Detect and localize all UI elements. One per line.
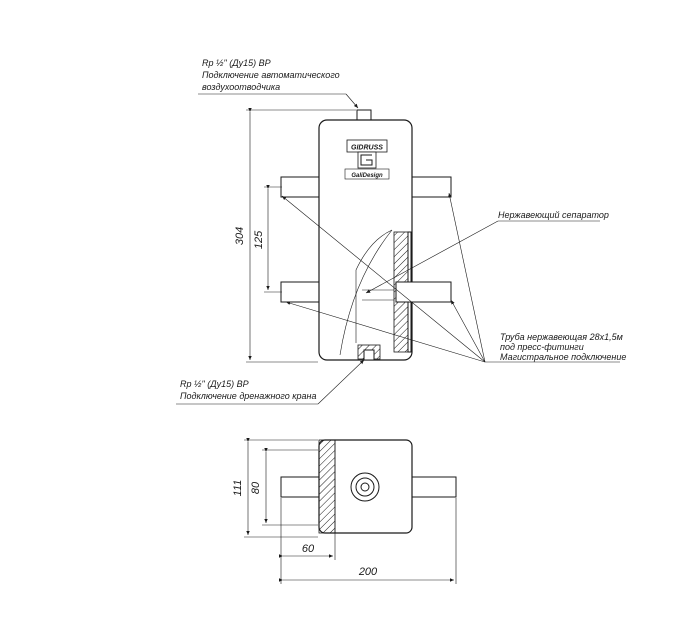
dimension-304: 304 xyxy=(234,107,356,363)
right-upper-pipe xyxy=(410,176,452,198)
svg-text:Подключение автоматического: Подключение автоматического xyxy=(202,70,340,80)
top-left-pipe xyxy=(280,476,322,498)
svg-text:Магистральное подключение: Магистральное подключение xyxy=(500,352,626,362)
svg-text:Rp ½" (Ду15) ВР: Rp ½" (Ду15) ВР xyxy=(202,58,271,68)
separator-cutaway xyxy=(339,229,452,361)
separator-callout: Нержавеющий сепаратор xyxy=(365,210,609,294)
left-lower-pipe xyxy=(280,281,322,303)
svg-text:200: 200 xyxy=(358,566,378,578)
top-section-hatch xyxy=(318,439,336,534)
drain-callout: Rp ½" (Ду15) ВР Подключение дренажного к… xyxy=(176,359,365,405)
pipe-callout: Труба нержавеющая 28x1,5м под пресс-фити… xyxy=(281,192,626,363)
front-view: GIDRUSS GaliDesign 304 xyxy=(176,58,626,405)
svg-text:под пресс-фитинги: под пресс-фитинги xyxy=(500,342,584,352)
dimension-60: 60 xyxy=(278,498,336,560)
dimension-200: 200 xyxy=(278,498,457,584)
svg-text:Труба нержавеющая 28x1,5м: Труба нержавеющая 28x1,5м xyxy=(500,332,623,342)
brand-logo: GIDRUSS GaliDesign xyxy=(344,139,390,180)
dim-height-label: 304 xyxy=(234,227,246,245)
svg-text:Нержавеющий сепаратор: Нержавеющий сепаратор xyxy=(498,210,609,220)
left-upper-pipe xyxy=(280,176,322,198)
svg-text:Подключение дренажного крана: Подключение дренажного крана xyxy=(180,391,316,401)
top-right-pipe xyxy=(410,476,457,498)
svg-text:60: 60 xyxy=(302,543,315,555)
dimension-125: 125 xyxy=(253,184,282,293)
svg-text:80: 80 xyxy=(250,481,262,494)
logo-brand: GIDRUSS xyxy=(351,145,383,152)
logo-sub: GaliDesign xyxy=(351,173,383,179)
top-view: 111 80 60 200 xyxy=(232,437,457,584)
air-vent-fitting xyxy=(356,109,372,121)
top-port-inner xyxy=(360,482,370,492)
dimension-80: 80 xyxy=(250,447,318,526)
air-vent-callout: Rp ½" (Ду15) ВР Подключение автоматическ… xyxy=(198,58,359,109)
dim-spacing-label: 125 xyxy=(253,230,265,249)
svg-text:воздухоотводчика: воздухоотводчика xyxy=(202,82,280,92)
svg-text:Rp ½" (Ду15) ВР: Rp ½" (Ду15) ВР xyxy=(180,379,249,389)
svg-text:111: 111 xyxy=(232,480,244,497)
